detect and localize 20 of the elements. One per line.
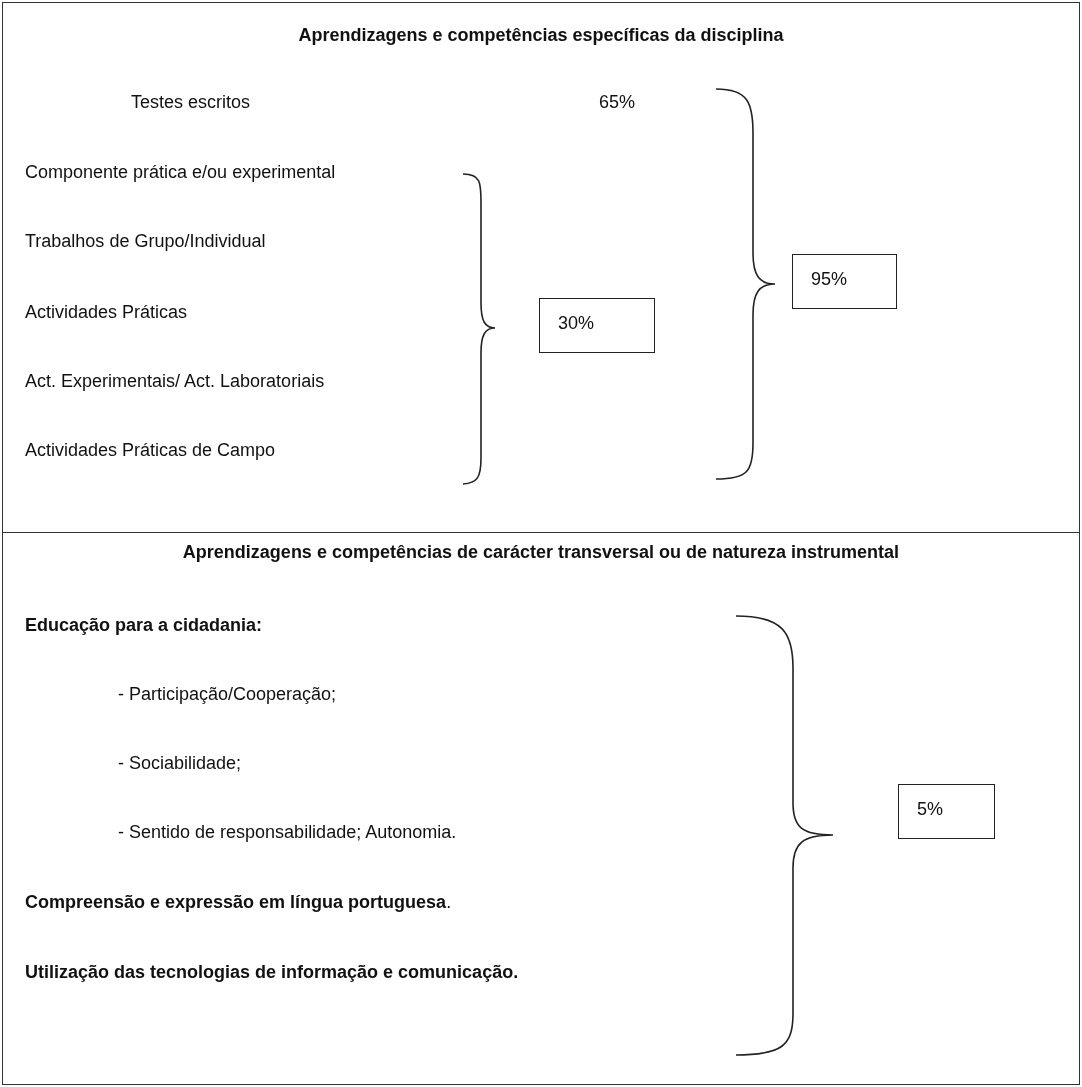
section-panel: [2, 2, 1080, 534]
section-heading: Aprendizagens e competências específicas da disciplina: [297, 25, 785, 46]
criterion-text: Componente prática e/ou experimental: [25, 161, 336, 183]
criterion-text: - Participação/Cooperação;: [118, 683, 337, 705]
criterion-text: Trabalhos de Grupo/Individual: [25, 230, 266, 252]
criterion-text: - Sociabilidade;: [118, 752, 242, 774]
percentage-box: 95%: [792, 254, 897, 309]
percentage-box: 30%: [539, 298, 655, 353]
criterion-text: - Sentido de responsabilidade; Autonomia.: [118, 821, 457, 843]
criterion-text: Utilização das tecnologias de informação e comunicação.: [25, 961, 519, 983]
criterion-text: Compreensão e expressão em língua portuguesa.: [25, 891, 452, 913]
criterion-text: Actividades Práticas: [25, 301, 188, 323]
criterion-text: Act. Experimentais/ Act. Laboratoriais: [25, 370, 325, 392]
criterion-text: Testes escritos: [131, 91, 251, 113]
percentage-label: 65%: [599, 91, 636, 113]
criterion-text: Actividades Práticas de Campo: [25, 439, 276, 461]
percentage-box: 5%: [898, 784, 995, 839]
section-panel: [2, 532, 1080, 1085]
criterion-text: Educação para a cidadania:: [25, 614, 263, 636]
section-heading: Aprendizagens e competências de carácter transversal ou de natureza instrumental: [181, 542, 901, 563]
